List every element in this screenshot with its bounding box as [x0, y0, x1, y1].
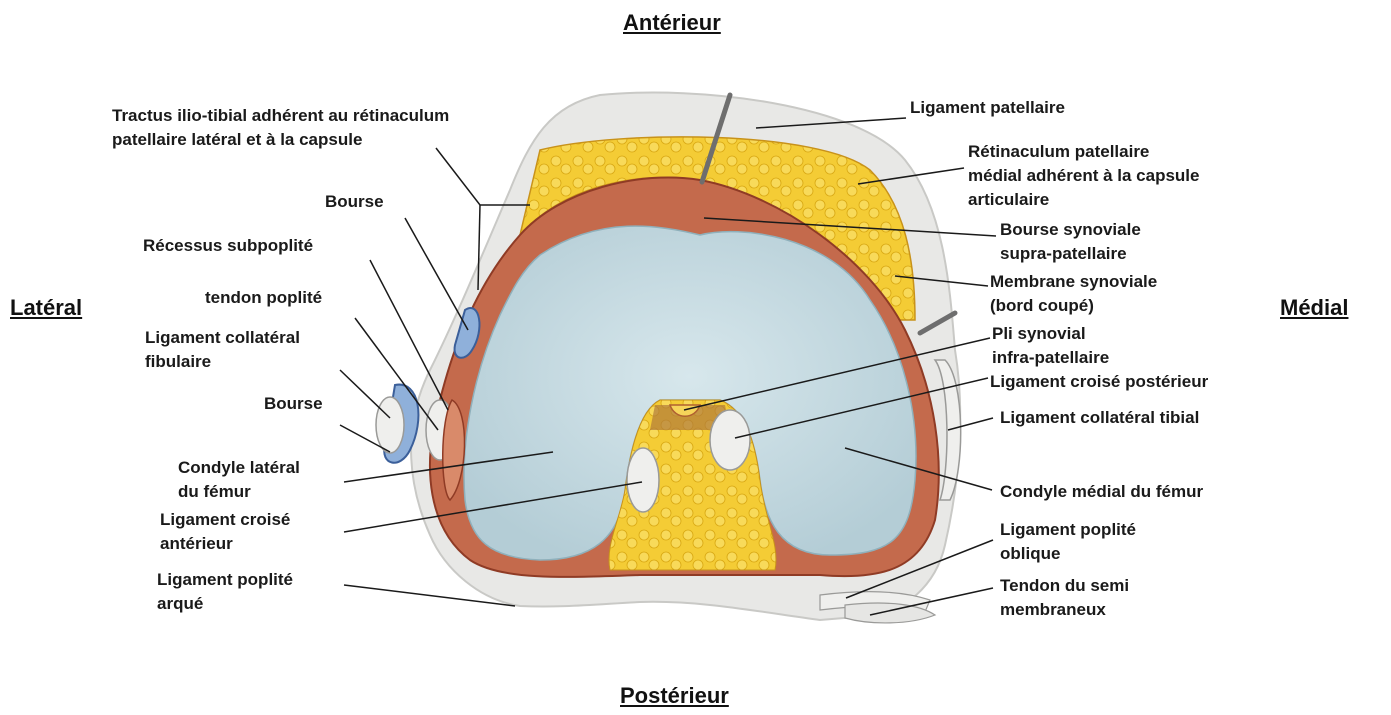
- label-ligament-patellaire: Ligament patellaire: [910, 96, 1065, 120]
- label-line: (bord coupé): [990, 294, 1157, 318]
- label-line: supra-patellaire: [1000, 242, 1141, 266]
- fibular-collateral-ligament: [376, 397, 404, 453]
- label-line: Récessus subpoplité: [143, 234, 313, 258]
- direction-lateral: Latéral: [10, 295, 82, 321]
- label-line: Rétinaculum patellaire: [968, 140, 1199, 164]
- label-condyle-lateral: Condyle latéral du fémur: [178, 456, 300, 504]
- label-line: Bourse: [325, 190, 384, 214]
- label-ligament-croise-posterieur: Ligament croisé postérieur: [990, 370, 1208, 394]
- label-line: articulaire: [968, 188, 1199, 212]
- direction-medial: Médial: [1280, 295, 1348, 321]
- label-line: médial adhérent à la capsule: [968, 164, 1199, 188]
- direction-posterior: Postérieur: [620, 683, 729, 709]
- label-line: infra-patellaire: [992, 346, 1109, 370]
- leader-lig-coll-fib: [340, 370, 390, 418]
- label-ligament-poplite-arque: Ligament poplité arqué: [157, 568, 293, 616]
- label-line: membraneux: [1000, 598, 1129, 622]
- label-line: Condyle latéral: [178, 456, 300, 480]
- label-line: oblique: [1000, 542, 1136, 566]
- label-ligament-collateral-tibial: Ligament collatéral tibial: [1000, 406, 1199, 430]
- label-tendon-poplite: tendon poplité: [205, 286, 322, 310]
- label-line: Ligament patellaire: [910, 96, 1065, 120]
- label-tractus-ilio-tibial: Tractus ilio-tibial adhérent au rétinacu…: [112, 104, 449, 152]
- label-line: tendon poplité: [205, 286, 322, 310]
- label-line: Pli synovial: [992, 322, 1109, 346]
- anterior-cruciate-ligament: [627, 448, 659, 512]
- leader-bourse-top: [405, 218, 468, 330]
- label-bourse-top: Bourse: [325, 190, 384, 214]
- label-pli-synovial: Pli synovial infra-patellaire: [992, 322, 1109, 370]
- label-tendon-semi-membraneux: Tendon du semi membraneux: [1000, 574, 1129, 622]
- label-line: Ligament poplité: [157, 568, 293, 592]
- label-line: Ligament croisé: [160, 508, 290, 532]
- label-line: antérieur: [160, 532, 290, 556]
- label-ligament-poplite-oblique: Ligament poplité oblique: [1000, 518, 1136, 566]
- label-line: Membrane synoviale: [990, 270, 1157, 294]
- posterior-cruciate-ligament: [710, 410, 750, 470]
- label-condyle-medial: Condyle médial du fémur: [1000, 480, 1203, 504]
- label-recessus-subpoplite: Récessus subpoplité: [143, 234, 313, 258]
- label-line: patellaire latéral et à la capsule: [112, 128, 449, 152]
- direction-anterior: Antérieur: [623, 10, 721, 36]
- label-bourse-bottom: Bourse: [264, 392, 323, 416]
- label-membrane-synoviale: Membrane synoviale (bord coupé): [990, 270, 1157, 318]
- label-line: arqué: [157, 592, 293, 616]
- label-line: Ligament poplité: [1000, 518, 1136, 542]
- label-line: Tractus ilio-tibial adhérent au rétinacu…: [112, 104, 449, 128]
- label-line: Tendon du semi: [1000, 574, 1129, 598]
- label-line: fibulaire: [145, 350, 300, 374]
- label-line: Ligament collatéral: [145, 326, 300, 350]
- label-line: Condyle médial du fémur: [1000, 480, 1203, 504]
- label-bourse-synoviale: Bourse synoviale supra-patellaire: [1000, 218, 1141, 266]
- label-line: Bourse synoviale: [1000, 218, 1141, 242]
- label-line: Ligament croisé postérieur: [990, 370, 1208, 394]
- label-retinaculum-medial: Rétinaculum patellaire médial adhérent à…: [968, 140, 1199, 212]
- label-line: du fémur: [178, 480, 300, 504]
- label-line: Bourse: [264, 392, 323, 416]
- label-ligament-croise-anterieur: Ligament croisé antérieur: [160, 508, 290, 556]
- label-line: Ligament collatéral tibial: [1000, 406, 1199, 430]
- label-ligament-collateral-fibulaire: Ligament collatéral fibulaire: [145, 326, 300, 374]
